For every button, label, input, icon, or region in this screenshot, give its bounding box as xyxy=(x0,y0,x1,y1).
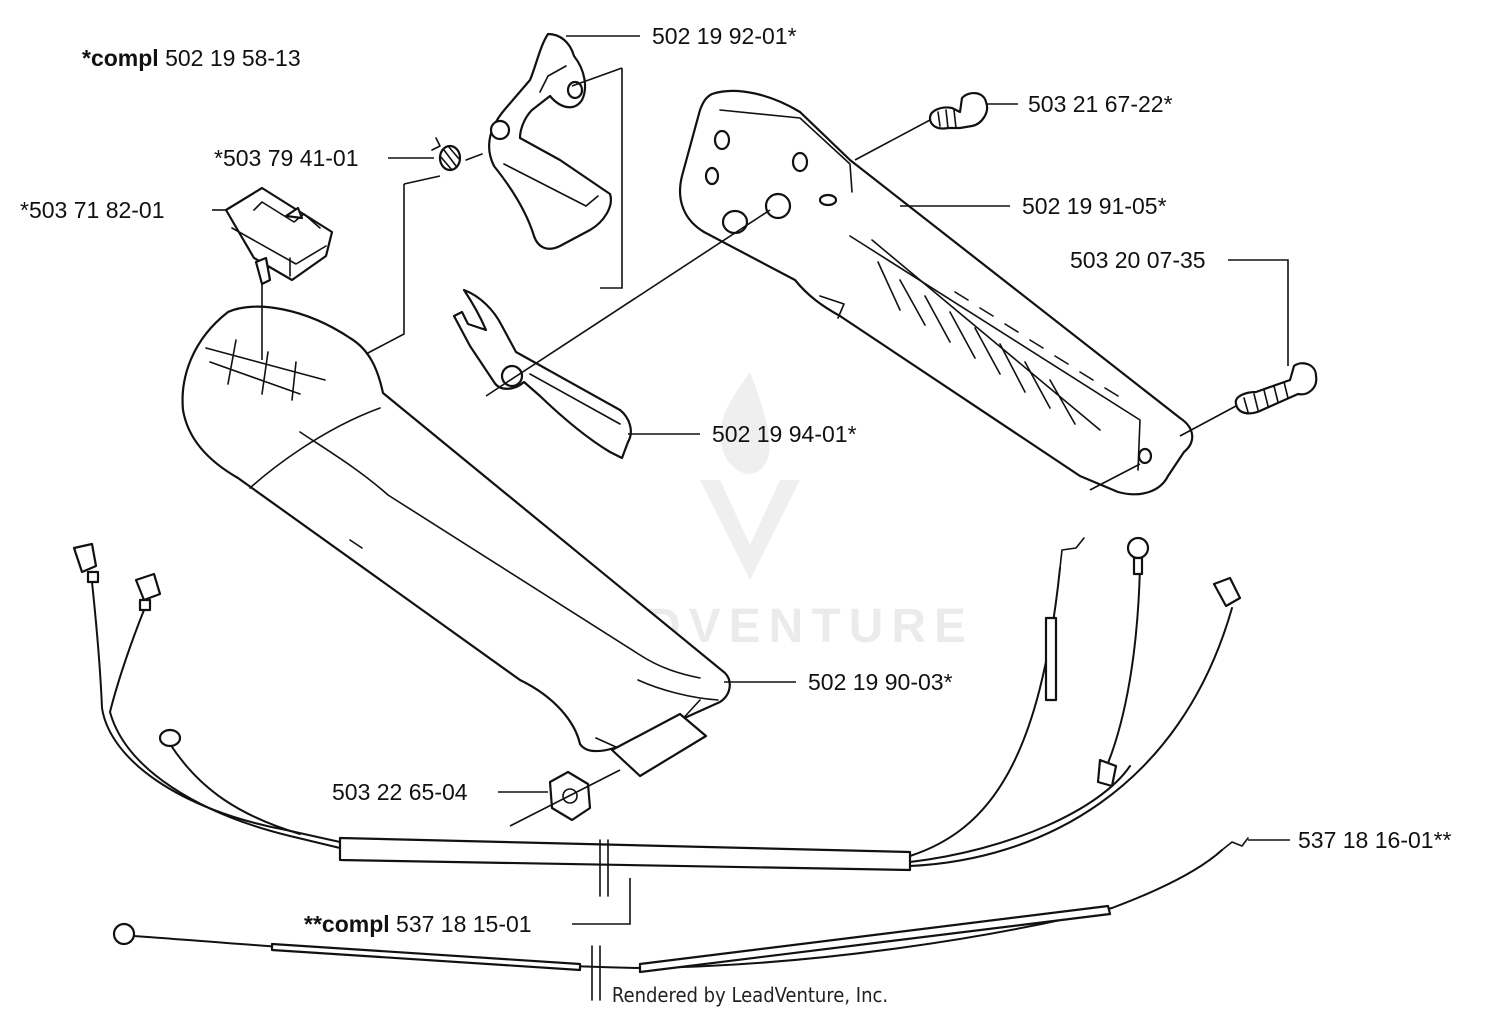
label-compl-main-prefix: *compl xyxy=(82,45,159,71)
label-compl-main: *compl 502 19 58-13 xyxy=(82,45,301,71)
label-throttle-trigger: 502 19 94-01* xyxy=(712,421,857,447)
watermark-v-logo-icon xyxy=(700,480,800,580)
label-nut: 503 22 65-04 xyxy=(332,779,468,805)
footer-credit: Rendered by LeadVenture, Inc. xyxy=(612,983,888,1007)
label-screw-right: 503 20 07-35 xyxy=(1070,247,1206,273)
label-screw-top: 503 21 67-22* xyxy=(1028,91,1173,117)
label-compl-harness-number: 537 18 15-01 xyxy=(396,911,532,937)
break-marks xyxy=(591,839,609,1001)
watermark-flame-icon xyxy=(720,372,770,474)
handle-right-half xyxy=(678,89,1194,496)
label-compl-harness: **compl 537 18 15-01 xyxy=(304,911,532,937)
handle-left-half xyxy=(181,305,731,778)
screw-right xyxy=(1234,362,1318,415)
switch xyxy=(224,186,334,301)
label-compl-main-number: 502 19 58-13 xyxy=(165,45,301,71)
wiring-harness xyxy=(72,536,1242,872)
label-switch: *503 71 82-01 xyxy=(20,197,165,223)
label-handle-right-half: 502 19 91-05* xyxy=(1022,193,1167,219)
spring xyxy=(431,137,483,172)
callout-labels: *compl 502 19 58-13 502 19 92-01* 503 21… xyxy=(20,23,1452,937)
throttle-wire xyxy=(112,837,1249,974)
label-spring: *503 79 41-01 xyxy=(214,145,359,171)
label-trigger-lockout: 502 19 92-01* xyxy=(652,23,797,49)
throttle-trigger xyxy=(452,288,632,460)
label-handle-left-half: 502 19 90-03* xyxy=(808,669,953,695)
label-compl-harness-prefix: **compl xyxy=(304,911,390,937)
trigger-lockout xyxy=(488,32,612,250)
leader-lines xyxy=(212,35,1290,925)
label-throttle-wire: 537 18 16-01** xyxy=(1298,827,1452,853)
screw-top xyxy=(928,92,989,130)
